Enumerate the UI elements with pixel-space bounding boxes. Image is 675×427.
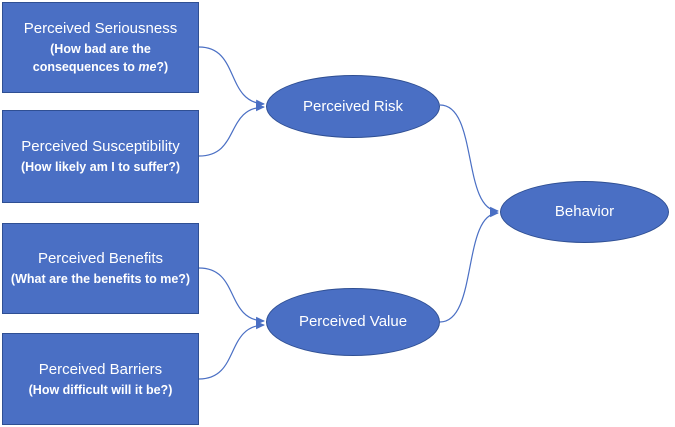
factor-title: Perceived Susceptibility bbox=[21, 138, 180, 155]
factor-title: Perceived Barriers bbox=[38, 360, 163, 378]
connector-value-behavior bbox=[439, 209, 499, 323]
connector-susceptibility-risk bbox=[198, 103, 265, 157]
factor-title: Perceived Benefits bbox=[37, 250, 164, 267]
node-perceived-risk: Perceived Risk bbox=[266, 75, 440, 138]
factor-title: Perceived Seriousness bbox=[23, 20, 178, 37]
factor-subtitle: (How bad are the consequences to me?) bbox=[32, 42, 169, 74]
factor-box-susceptibility: Perceived Susceptibility (How likely am … bbox=[2, 110, 199, 203]
connector-risk-behavior bbox=[439, 104, 499, 215]
node-behavior: Behavior bbox=[500, 181, 669, 243]
factor-box-benefits: Perceived Benefits (What are the benefit… bbox=[2, 223, 199, 314]
factor-box-seriousness: Perceived Seriousness (How bad are the c… bbox=[2, 2, 199, 93]
factor-subtitle: (How difficult will it be?) bbox=[28, 382, 173, 397]
connector-benefits-value bbox=[198, 267, 265, 325]
connector-seriousness-risk bbox=[198, 46, 265, 108]
factor-subtitle: (What are the benefits to me?) bbox=[10, 272, 191, 286]
factor-box-barriers: Perceived Barriers (How difficult will i… bbox=[2, 333, 199, 425]
factor-subtitle: (How likely am I to suffer?) bbox=[20, 160, 181, 174]
connector-barriers-value bbox=[198, 321, 265, 380]
node-perceived-value: Perceived Value bbox=[266, 288, 440, 356]
